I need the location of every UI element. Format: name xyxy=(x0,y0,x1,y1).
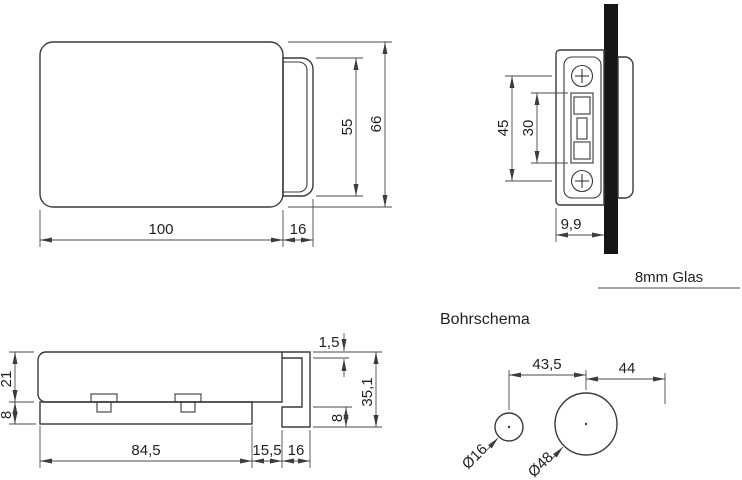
clamp-plate-side xyxy=(555,49,605,206)
dim-edge-distance: 44 xyxy=(586,360,666,404)
screw-head xyxy=(570,64,594,88)
dim-label: 15,5 xyxy=(252,442,281,459)
dim-hole-spacing: 45 xyxy=(495,75,552,182)
dim-label: 8 xyxy=(0,411,15,419)
dim-latch-span: 30 xyxy=(520,92,568,164)
dim-hole-center-distance: 43,5 xyxy=(508,356,587,410)
dim-body-width: 100 xyxy=(39,210,284,247)
diameter-label: Ø16 xyxy=(459,441,491,473)
dim-lip-thickness: 1,5 xyxy=(313,333,382,377)
section-title: Bohrschema xyxy=(440,311,530,328)
dim-label: 8 xyxy=(329,414,346,422)
dim-label: 43,5 xyxy=(532,356,561,373)
drill-hole-small xyxy=(494,412,524,442)
dim-tab-width: 16 xyxy=(283,199,314,247)
diameter-label: Ø48 xyxy=(525,449,557,480)
dim-tab-height: 55 xyxy=(316,57,363,197)
glass-panel xyxy=(604,4,618,254)
glass-label: 8mm Glas xyxy=(635,269,703,286)
latch-mechanism xyxy=(570,92,594,164)
dim-label: 84,5 xyxy=(131,442,160,459)
clamp-plate-bottom xyxy=(39,401,253,425)
latch-detail xyxy=(573,141,591,160)
dim-label: 45 xyxy=(495,120,512,137)
dim-label: 30 xyxy=(520,120,537,137)
dim-label: 35,1 xyxy=(359,377,376,406)
glass-callout: 8mm Glas xyxy=(598,269,740,289)
latch-detail xyxy=(573,96,591,115)
dim-label: 100 xyxy=(148,221,173,238)
glass-tab-outer xyxy=(282,57,314,197)
latch-detail xyxy=(576,117,588,140)
dim-label: 44 xyxy=(619,360,636,377)
side-view: 45 30 9,9 8mm Glas xyxy=(495,4,740,289)
dim-label: 16 xyxy=(288,442,305,459)
screw-head xyxy=(570,169,594,193)
dim-total-height-bottom: 35,1 xyxy=(359,352,379,427)
leader-small-hole: Ø16 xyxy=(459,437,499,473)
fastener-shank xyxy=(96,401,112,413)
dim-foot-height: 8 xyxy=(313,406,382,428)
dim-label: 1,5 xyxy=(319,334,340,351)
clamp-body-bottom xyxy=(37,351,283,403)
leader-line xyxy=(551,446,564,460)
glass-tab-inner xyxy=(282,61,308,193)
latch-body xyxy=(570,92,594,164)
center-mark xyxy=(584,422,588,426)
leader-line xyxy=(485,437,499,452)
glass-hook xyxy=(281,351,311,428)
dim-body-height: 21 xyxy=(0,351,34,403)
dim-plate-length: 84,5 xyxy=(39,426,253,468)
mount-face xyxy=(563,56,602,199)
center-mark xyxy=(507,425,511,429)
screw-top xyxy=(570,64,594,88)
dim-label: 21 xyxy=(0,371,15,388)
dim-depth: 9,9 xyxy=(555,208,604,242)
dim-label: 55 xyxy=(339,119,356,136)
fastener xyxy=(90,393,118,413)
dim-tab-offset: 15,5 xyxy=(252,430,283,468)
fastener xyxy=(174,393,202,413)
front-view: 55 66 100 16 xyxy=(39,41,392,247)
screw-bottom xyxy=(570,169,594,193)
dim-hook-width: 16 xyxy=(282,430,311,468)
dim-label: 9,9 xyxy=(561,216,582,233)
fastener-shank xyxy=(180,401,196,413)
clamp-tab-side xyxy=(617,56,634,199)
clamp-body-front xyxy=(39,41,284,208)
dim-plate-thickness: 8 xyxy=(0,402,36,425)
dim-total-height: 66 xyxy=(288,41,392,208)
drill-schema: Bohrschema 43,5 44 Ø16 Ø48 xyxy=(440,311,666,480)
bottom-view: 21 8 1,5 8 35,1 84,5 xyxy=(0,333,382,468)
dim-label: 66 xyxy=(368,116,385,133)
drill-hole-large xyxy=(554,392,618,456)
dim-label: 16 xyxy=(290,221,307,238)
leader-large-hole: Ø48 xyxy=(525,446,564,480)
